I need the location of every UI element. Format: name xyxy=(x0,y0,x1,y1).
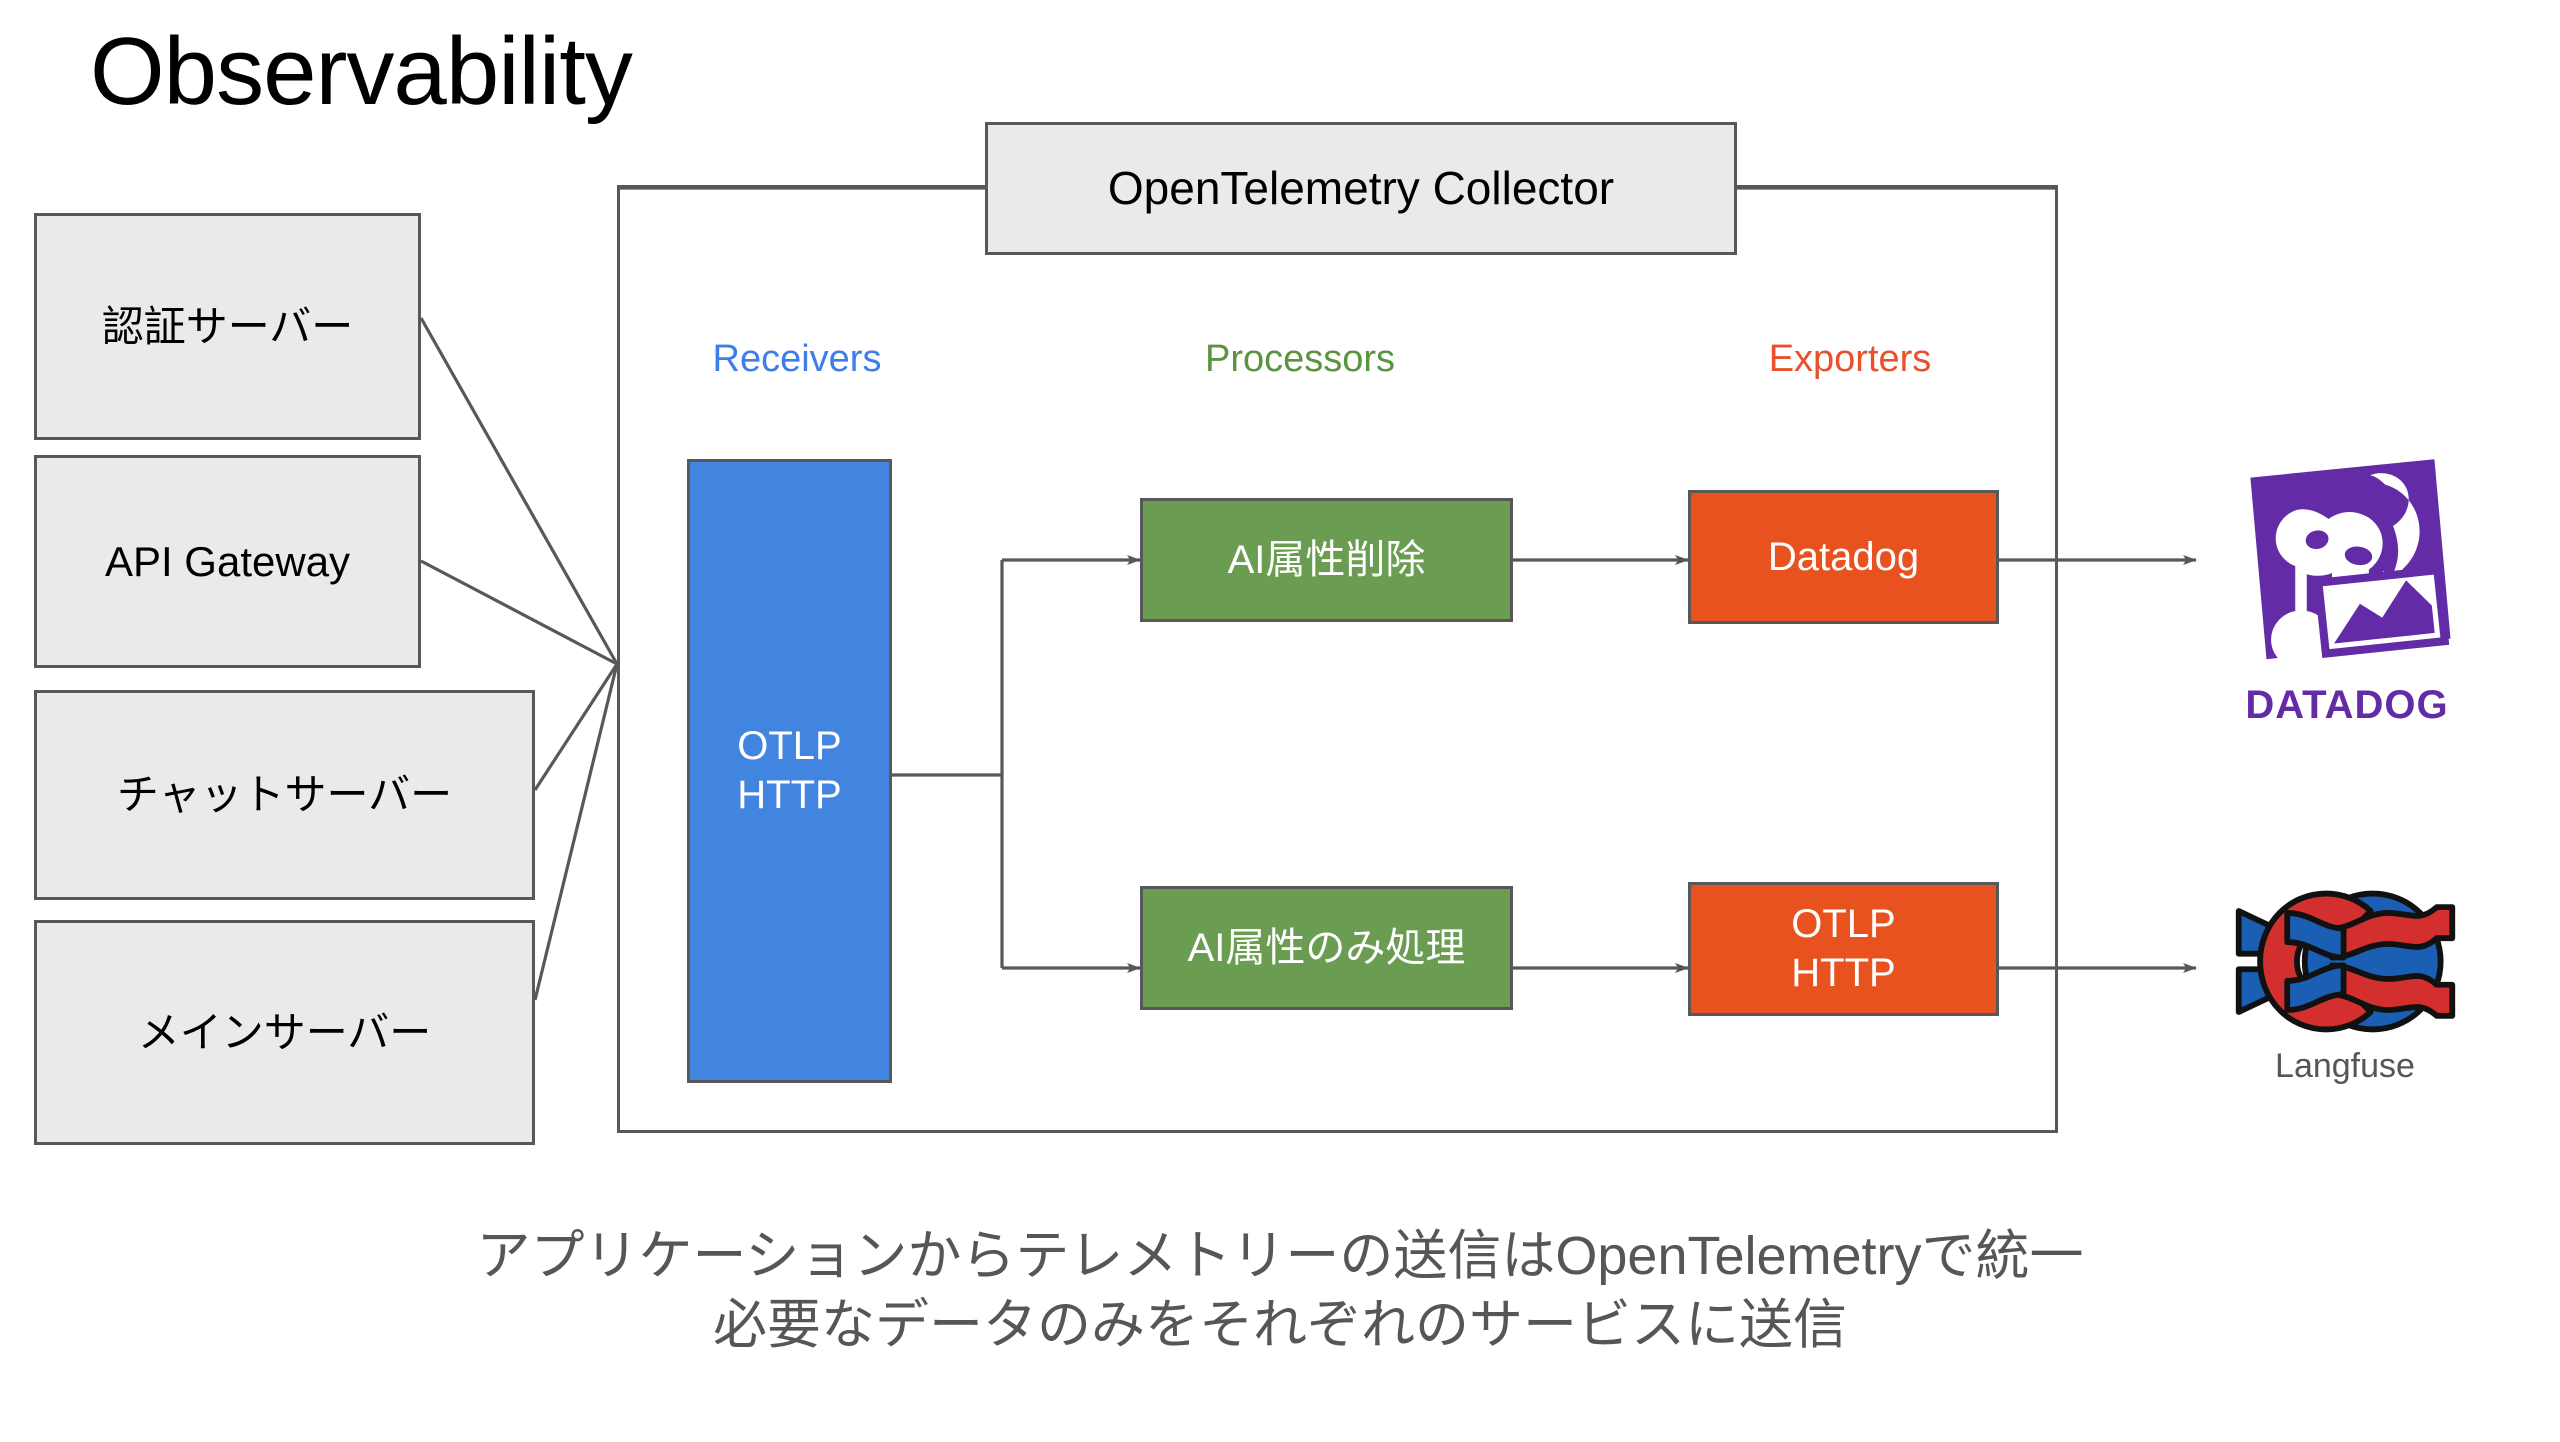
receiver-box-otlp-http[interactable]: OTLP HTTP xyxy=(687,459,892,1083)
diagram-caption: アプリケーションからテレメトリーの送信はOpenTelemetryで統一 必要な… xyxy=(476,1226,2084,1356)
processor-box-ai-attribute-only[interactable]: AI属性のみ処理 xyxy=(1140,886,1513,1010)
section-label-exporters: Exporters xyxy=(1768,338,1932,380)
section-label-processors: Processors xyxy=(1204,338,1396,380)
source-box-chat-server[interactable]: チャットサーバー xyxy=(34,690,535,900)
processor-box-ai-attribute-delete[interactable]: AI属性削除 xyxy=(1140,498,1513,622)
datadog-logo-icon xyxy=(2250,459,2451,669)
exporter-box-otlp-http[interactable]: OTLP HTTP xyxy=(1688,882,1999,1016)
svg-text:DATADOG: DATADOG xyxy=(2245,683,2448,727)
datadog-wordmark: DATADOG xyxy=(2245,683,2448,727)
section-label-receivers: Receivers xyxy=(712,338,882,380)
exporter-box-datadog[interactable]: Datadog xyxy=(1688,490,1999,624)
langfuse-logo-icon xyxy=(2235,890,2455,1033)
destination-langfuse[interactable]: Langfuse xyxy=(2220,878,2470,1086)
destination-datadog[interactable]: DATADOG xyxy=(2222,450,2472,728)
page-title: Observability xyxy=(90,18,633,125)
collector-title-box: OpenTelemetry Collector xyxy=(985,122,1737,255)
source-box-auth-server[interactable]: 認証サーバー xyxy=(34,213,421,440)
langfuse-label: Langfuse xyxy=(2275,1047,2415,1085)
source-box-api-gateway[interactable]: API Gateway xyxy=(34,455,421,668)
source-box-main-server[interactable]: メインサーバー xyxy=(34,920,535,1145)
